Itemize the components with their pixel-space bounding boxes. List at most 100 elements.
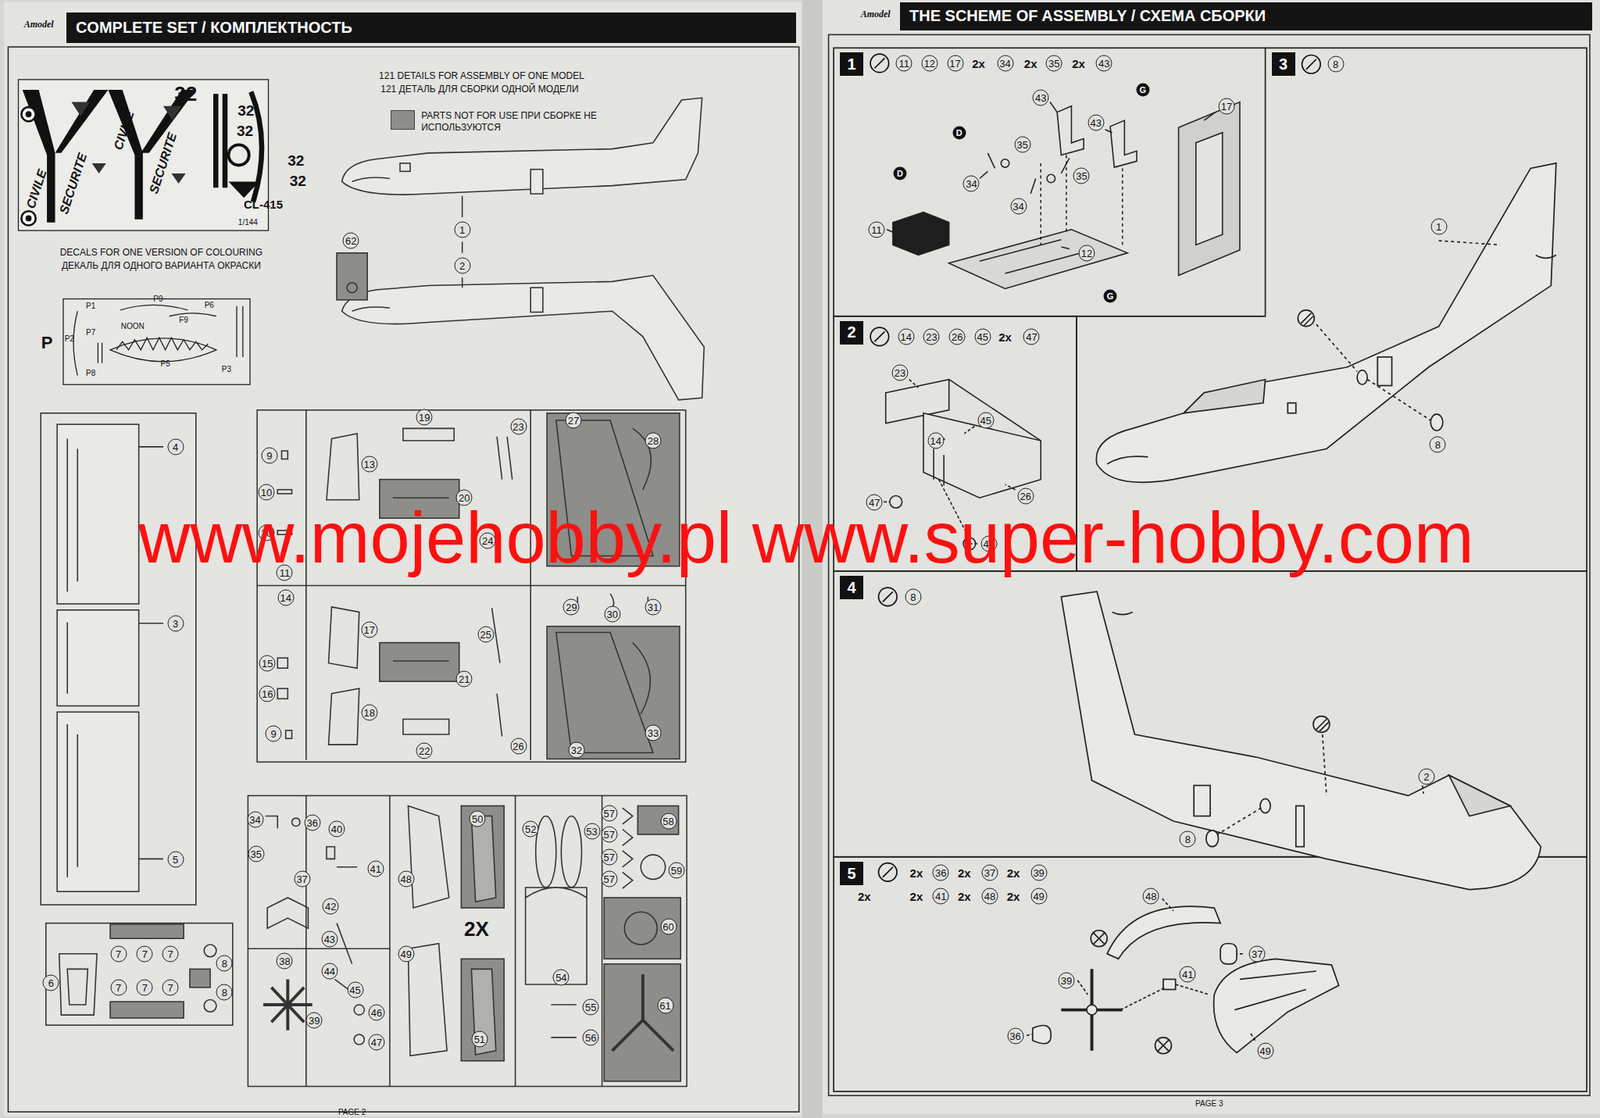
callout-number: 45 (977, 412, 994, 429)
callout-number: 42 (322, 897, 340, 915)
callout-number: 17 (946, 54, 964, 72)
callout-number: 35 (1014, 136, 1031, 154)
callout-number: 14 (897, 328, 915, 346)
decal-lettering: SECURITE (57, 151, 90, 216)
callout-number: 55 (582, 999, 600, 1016)
callout-number: 36 (1007, 1027, 1024, 1044)
sprue-frame (535, 816, 557, 888)
quantity-text: 2X (462, 918, 491, 940)
callout-number: 18 (360, 703, 378, 721)
callout-number: 44 (321, 963, 338, 980)
callout-number: 14 (927, 432, 944, 450)
callout-number: 49 (397, 946, 415, 963)
callout-number: 11 (867, 221, 885, 238)
callout-number: 61 (657, 996, 674, 1014)
callout-number: 34 (246, 810, 264, 828)
sprue-frame (560, 816, 582, 888)
sprue-frame (40, 413, 197, 905)
sprue-frame (403, 428, 454, 735)
decal-sheet (213, 93, 219, 188)
callout-number: 8 (1179, 830, 1197, 847)
glue-icon (882, 867, 893, 878)
callout-number: 11 (896, 54, 913, 72)
sprue-frame (189, 968, 211, 988)
step2-cockpit (949, 379, 1042, 441)
legend-entry: PARTS NOT FOR USE ПРИ СБОРКЕ НЕ ИСПОЛЬЗУ… (390, 110, 611, 134)
decal-sheet (55, 89, 109, 154)
glue-icon (870, 53, 890, 73)
glue-marker: G (1135, 82, 1150, 97)
small-text: F9 (178, 316, 189, 325)
callout-number: 7 (136, 979, 154, 997)
callout-number: 52 (522, 820, 540, 837)
callout-number: 59 (667, 862, 685, 879)
callout-number: 50 (469, 810, 486, 827)
callout-number: 4 (167, 439, 184, 456)
glue-icon (1306, 59, 1317, 70)
brand-logo: Amodel (24, 19, 54, 29)
callout-number: 37 (293, 870, 311, 887)
callout-number: 17 (1217, 97, 1235, 115)
callout-number: 8 (904, 589, 922, 606)
fuselage-halves (530, 169, 543, 194)
quantity-text: 2x (997, 331, 1013, 343)
sprue-frame (46, 923, 233, 1026)
callout-number: 22 (416, 742, 433, 760)
sprue-frame (379, 642, 460, 683)
step-number: 4 (839, 575, 864, 600)
callout-number: 31 (644, 599, 661, 616)
callout-number: 60 (660, 917, 677, 935)
step1-interior (886, 102, 1216, 250)
sprue-frame (267, 897, 308, 929)
fuselage-halves (400, 163, 411, 172)
brand-logo: Amodel (860, 9, 891, 19)
callout-number: 43 (1087, 114, 1104, 131)
callout-number: 38 (276, 953, 293, 970)
callout-number: 8 (1327, 56, 1344, 73)
callout-number: 39 (1057, 972, 1075, 990)
photoetch-fret (63, 299, 250, 386)
step3-fuselage (1096, 163, 1556, 483)
sprue-frame (247, 795, 687, 1086)
step5-engine (1026, 898, 1340, 1054)
step1-interior (979, 239, 1093, 274)
callout-number: 41 (932, 887, 950, 904)
callout-number: 7 (162, 979, 179, 997)
quantity-text: 2x (909, 866, 925, 879)
decal-sheet (18, 79, 269, 231)
callout-number: 36 (303, 814, 321, 831)
callout-number: 30 (603, 606, 621, 623)
step4-fuselage (1313, 716, 1330, 733)
glue-icon (878, 587, 898, 607)
quantity-text: 2x (957, 866, 972, 879)
glue-icon (882, 591, 893, 602)
decal-sheet (25, 110, 33, 118)
quantity-text: 2x (957, 889, 972, 902)
callout-number: 23 (892, 364, 909, 381)
small-text: P2 (64, 335, 75, 343)
quantity-text: 2x (857, 889, 872, 902)
callout-number: 41 (1179, 966, 1197, 983)
callout-number: 9 (260, 446, 278, 464)
step4-fuselage (1060, 591, 1541, 890)
callout-number: 49 (1257, 1042, 1274, 1060)
callout-number: 51 (471, 1030, 488, 1047)
callout-number: 1 (453, 221, 471, 238)
sprue-frame (353, 1034, 365, 1045)
sprue-frame (492, 436, 513, 737)
step4-fuselage (1449, 775, 1511, 816)
sprue-frame (277, 657, 288, 668)
quantity-text: 2x (1006, 889, 1022, 902)
glue-icon (874, 331, 885, 342)
step5-engine (1155, 1037, 1172, 1054)
sprue-frame (277, 489, 292, 494)
photoetch-fret (116, 337, 209, 350)
step1-interior (1046, 174, 1055, 183)
step4-fuselage (1193, 785, 1211, 816)
step3-fuselage (1183, 379, 1265, 414)
step1-interior (892, 212, 950, 256)
fuselage-halves (336, 97, 704, 400)
decal-sheet (228, 181, 260, 198)
step1-interior (1040, 154, 1122, 245)
